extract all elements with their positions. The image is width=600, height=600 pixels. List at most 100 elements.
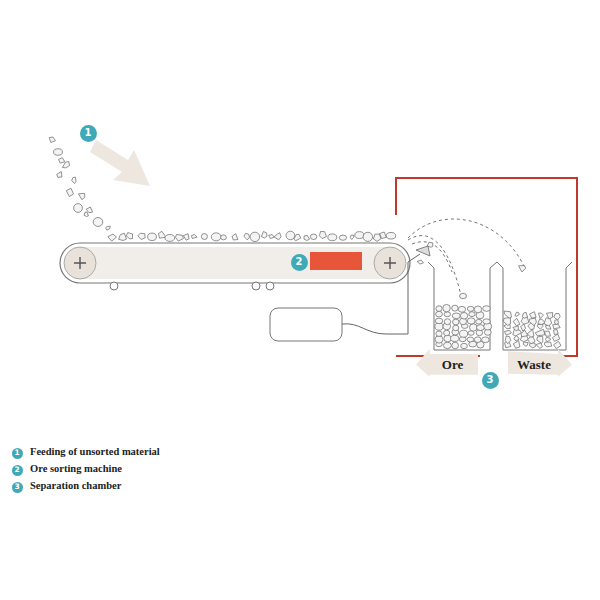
rock [529, 343, 535, 348]
rock [537, 336, 543, 343]
rock [460, 312, 467, 319]
rock [78, 193, 85, 199]
bin-lip [428, 262, 434, 268]
rock [519, 266, 526, 272]
rock [436, 311, 443, 317]
rock [513, 341, 520, 349]
rock [328, 234, 337, 241]
rock [373, 234, 381, 241]
rock [201, 234, 207, 240]
rock [461, 343, 468, 348]
ore-trajectory [408, 236, 462, 300]
rock [553, 324, 561, 329]
rock [460, 330, 468, 337]
rock [458, 306, 465, 312]
rock [176, 235, 184, 242]
rock [126, 233, 132, 239]
rock [443, 304, 451, 311]
rock [529, 318, 536, 326]
rock [474, 337, 481, 343]
air-nozzle [416, 246, 430, 256]
rock [59, 158, 65, 163]
rock [513, 318, 520, 326]
legend-text: Separation chamber [30, 480, 121, 491]
legend-text: Ore sorting machine [30, 463, 122, 474]
rock [453, 319, 459, 325]
callout-circle: 3 [482, 372, 499, 389]
rock [386, 232, 395, 239]
rock [469, 324, 477, 331]
rock-pile [49, 137, 561, 349]
bin-label: Ore [442, 357, 463, 373]
callout-number: 3 [14, 483, 19, 491]
rock [183, 234, 189, 241]
rock [165, 234, 175, 241]
rock [467, 306, 474, 311]
rock [417, 260, 423, 264]
rock [286, 231, 295, 240]
callout-number: 2 [296, 257, 303, 267]
rock [536, 343, 543, 349]
rock [474, 306, 482, 313]
callout-circle: 2 [12, 465, 23, 476]
rock [54, 149, 63, 155]
rock [66, 188, 73, 196]
rock [148, 233, 157, 240]
rock [261, 232, 267, 239]
output-arrow: Ore [416, 349, 478, 377]
idler-roller [266, 282, 274, 290]
rock [537, 324, 543, 329]
rock [554, 314, 561, 321]
rock [444, 330, 450, 335]
rock [547, 313, 553, 319]
rock [119, 233, 127, 240]
rock [535, 329, 545, 336]
callout-number: 1 [14, 449, 19, 457]
rock [453, 325, 459, 331]
rock [435, 318, 443, 324]
rock [554, 341, 562, 348]
rock [74, 204, 83, 213]
rock [515, 312, 519, 316]
rock [436, 306, 442, 312]
ore-trajectory [412, 242, 452, 272]
rock [435, 336, 443, 343]
rock [539, 313, 544, 319]
rock [482, 337, 490, 343]
rock [72, 177, 76, 183]
idler-roller [252, 282, 260, 290]
rock [505, 336, 511, 344]
rock [477, 325, 485, 331]
rock [269, 235, 274, 239]
rock [363, 232, 373, 241]
rock [304, 235, 310, 240]
callout-circle: 1 [12, 448, 23, 459]
conveyor-belt [60, 243, 410, 283]
legend-text: Feeding of unsorted material [30, 446, 160, 457]
rock [469, 312, 475, 317]
rock [138, 233, 145, 239]
rock [528, 337, 535, 344]
sensor-block [310, 252, 362, 270]
rock [452, 305, 458, 311]
rock [452, 342, 459, 349]
rock [514, 335, 519, 341]
rock [84, 212, 88, 216]
rock [57, 172, 62, 178]
rock [93, 218, 103, 227]
rock [211, 233, 221, 241]
conveyor-inner [64, 247, 406, 279]
output-arrow: Waste [508, 349, 572, 377]
rock [460, 293, 467, 298]
rock [232, 234, 238, 240]
waste-trajectory [408, 219, 525, 268]
feed-arrow [90, 140, 150, 186]
rock [444, 312, 451, 317]
rock [451, 335, 459, 341]
rock [521, 330, 528, 337]
rock [483, 319, 490, 324]
callout-number: 3 [487, 375, 494, 385]
rock [522, 312, 527, 318]
rock [513, 326, 519, 331]
callout-number: 1 [85, 128, 92, 138]
